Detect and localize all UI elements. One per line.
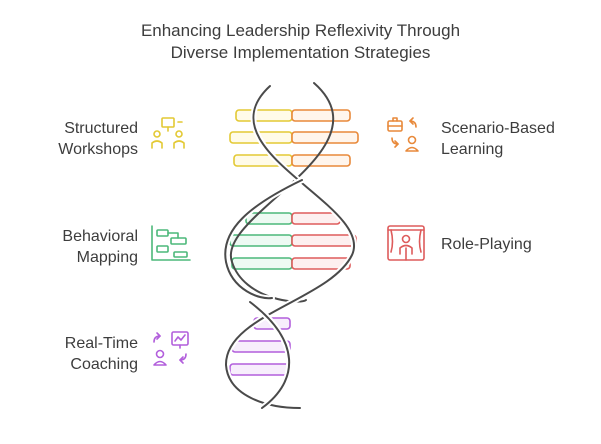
coaching-chart-icon [153, 331, 189, 366]
rungs-group-behavioral-roleplay [229, 212, 357, 270]
rung-green [231, 257, 293, 270]
label-line: Behavioral [62, 228, 138, 245]
theater-stage-icon [387, 225, 425, 261]
label-line: Role-Playing [441, 236, 532, 253]
rung-green [229, 234, 293, 247]
rung-purple [231, 340, 291, 353]
rung-red [291, 212, 341, 225]
label-line: Structured [64, 120, 138, 137]
label-structured-workshops: Structured Workshops [58, 118, 138, 160]
label-line: Learning [441, 141, 504, 158]
helix-back-strand [229, 82, 334, 303]
rungs-group-structured-scenario [229, 109, 359, 167]
rung-orange [291, 131, 359, 144]
label-line: Scenario-Based [441, 120, 555, 137]
rung-yellow [235, 109, 293, 122]
helix-front-strand [222, 83, 358, 411]
rungs-group-coaching [229, 317, 291, 376]
label-scenario-based-learning: Scenario-Based Learning [441, 118, 555, 160]
rung-orange [291, 109, 351, 122]
title-line-1: Enhancing Leadership Reflexivity Through [140, 21, 461, 40]
label-line: Coaching [70, 356, 138, 373]
label-line: Mapping [76, 249, 138, 266]
label-line: Real-Time [64, 335, 138, 352]
diagram-title: Enhancing Leadership Reflexivity Through… [0, 20, 601, 64]
briefcase-person-icon [387, 117, 419, 152]
label-line: Workshops [58, 141, 138, 158]
rung-red [291, 234, 357, 247]
helix-lower-strand [247, 299, 293, 411]
workshop-people-icon [151, 117, 185, 149]
label-behavioral-mapping: Behavioral Mapping [62, 226, 138, 268]
rung-orange [291, 154, 351, 167]
flowchart-map-icon [151, 225, 191, 261]
helix-outer-strand [222, 177, 305, 302]
label-real-time-coaching: Real-Time Coaching [65, 333, 138, 375]
label-role-playing: Role-Playing [441, 234, 532, 255]
title-line-2: Diverse Implementation Strategies [170, 43, 431, 62]
rung-purple [229, 363, 291, 376]
